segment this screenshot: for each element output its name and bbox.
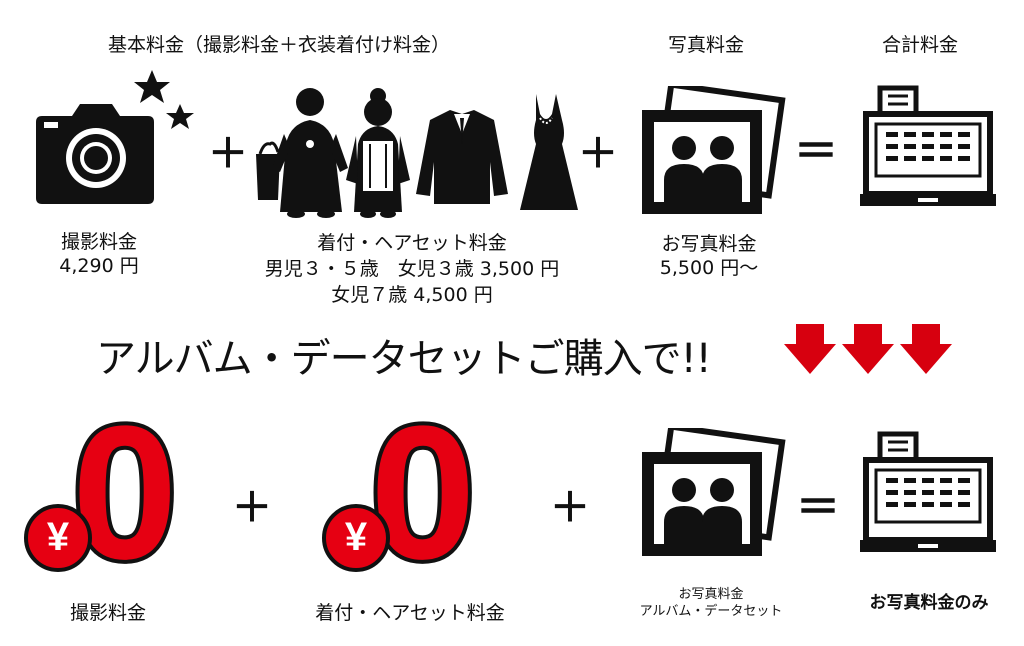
shopping-bag-icon xyxy=(256,141,280,200)
zero-yen-shoot: 0 ¥ xyxy=(20,387,210,599)
header-basic-fee: 基本料金（撮影料金＋衣装着付け料金） xyxy=(108,34,451,56)
arrow-down-icon xyxy=(784,324,836,374)
shoot-fee-label: 撮影料金 xyxy=(60,231,137,253)
plus-sign: ＋ xyxy=(232,485,272,531)
arrow-down-icon xyxy=(900,324,952,374)
star-icon xyxy=(134,70,170,103)
kimono-boy-icon xyxy=(272,88,348,218)
shoot-fee-price: 4,290 円 xyxy=(59,255,139,277)
photos-icon xyxy=(642,86,786,214)
star-icon xyxy=(166,104,194,129)
yen-badge: ¥ xyxy=(322,504,390,572)
arrow-down-icon xyxy=(842,324,894,374)
dress-fee-line2: 男児３・５歳 女児３歳 3,500 円 xyxy=(264,258,560,280)
suit-jacket-icon xyxy=(416,110,508,204)
photo-fee-label-bottom: お写真料金 xyxy=(678,587,744,602)
cash-register-icon xyxy=(860,431,996,552)
header-photo-fee: 写真料金 xyxy=(668,34,745,56)
plus-sign: ＋ xyxy=(550,485,590,531)
cash-register-icon xyxy=(860,85,996,206)
photo-fee-only-label: お写真料金のみ xyxy=(869,593,989,613)
photos-icon xyxy=(642,428,786,556)
arrows-group xyxy=(784,324,952,374)
dress-fee-line3: 女児７歳 4,500 円 xyxy=(331,284,493,306)
album-data-set-label: アルバム・データセット xyxy=(639,604,783,619)
header-total-fee: 合計料金 xyxy=(882,34,959,56)
photo-fee-label: お写真料金 xyxy=(661,233,757,255)
equals-sign: ＝ xyxy=(796,482,840,533)
yen-badge: ¥ xyxy=(24,504,92,572)
plus-sign: ＋ xyxy=(208,131,248,177)
equals-sign: ＝ xyxy=(794,126,838,177)
dress-icon xyxy=(520,94,578,210)
costume-group xyxy=(256,88,578,218)
kimono-girl-icon xyxy=(346,88,410,218)
camera-icon xyxy=(36,70,194,204)
shoot-fee-label-bottom: 撮影料金 xyxy=(69,602,146,624)
dress-fee-label: 着付・ヘアセット料金 xyxy=(317,232,507,254)
zero-digit: 0 xyxy=(68,387,182,599)
zero-digit: 0 xyxy=(366,387,480,599)
photo-fee-price: 5,500 円～ xyxy=(659,257,759,279)
zero-yen-dress: 0 ¥ xyxy=(318,387,508,599)
plus-sign: ＋ xyxy=(578,131,618,177)
dress-fee-label-bottom: 着付・ヘアセット料金 xyxy=(315,602,505,624)
campaign-banner-text: アルバム・データセットご購入で!! xyxy=(96,336,712,382)
